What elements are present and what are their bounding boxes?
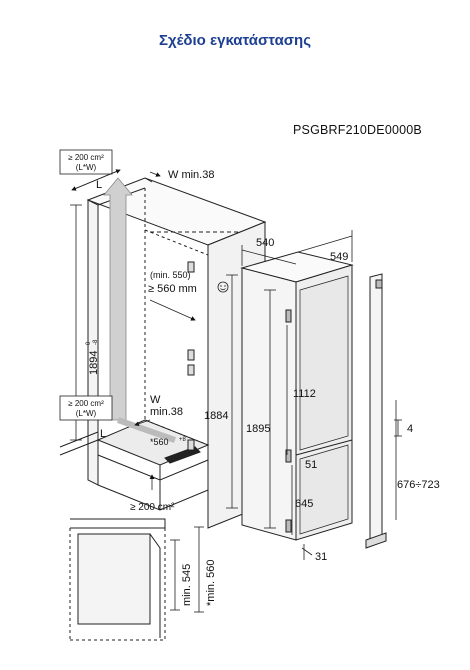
model-number: PSGBRF210DE0000B [293,123,422,137]
inner-height: 1884 [204,410,228,422]
niche-height: 1894 [88,351,100,375]
niche-width-tol: +8 [179,437,187,443]
w-top-label: W min.38 [168,169,214,181]
page-title: Σχέδιο εγκατάστασης [158,32,312,49]
depth-min-label: (min. 550) [150,270,191,280]
vent-top-label: ≥ 200 cm² (L*W) [59,149,113,175]
door-range: 676÷723 [397,479,440,491]
niche-width: *560 [150,437,169,447]
niche-height-tol-bottom: -8 [93,339,99,345]
gap-645: 645 [295,498,313,510]
smiley-icon [217,281,229,293]
gap-31: 31 [315,551,327,563]
niche-height-tol-top: 0 [86,341,92,345]
depth-req-label: ≥ 560 mm [148,283,197,295]
w-bottom-label: W [150,394,161,406]
floor-vent-label: ≥ 200 cm² [130,502,175,513]
svg-text:(L*W): (L*W) [76,409,97,418]
hinge-height: 1112 [293,388,316,400]
airflow-arrow [103,177,176,443]
dim-4: 4 [407,423,413,435]
svg-text:≥ 200 cm²: ≥ 200 cm² [68,153,104,162]
depth-total: 549 [330,251,348,263]
svg-text:≥ 200 cm²: ≥ 200 cm² [68,399,104,408]
gap-51: 51 [305,459,317,471]
l-bottom-label: L [100,428,106,440]
appliance-drawing [240,251,354,541]
detail-drawing [69,518,166,641]
l-top-label: L [96,179,102,191]
depth-body: 540 [256,237,274,249]
detail-min-545: min. 545 [181,564,193,606]
w-bottom-min-label: min.38 [150,406,183,418]
appliance-height: 1895 [246,423,270,435]
door-panel [365,273,387,549]
svg-text:(L*W): (L*W) [76,163,97,172]
vent-bottom-label: ≥ 200 cm² (L*W) [59,395,113,421]
detail-min-560: *min. 560 [205,560,217,606]
